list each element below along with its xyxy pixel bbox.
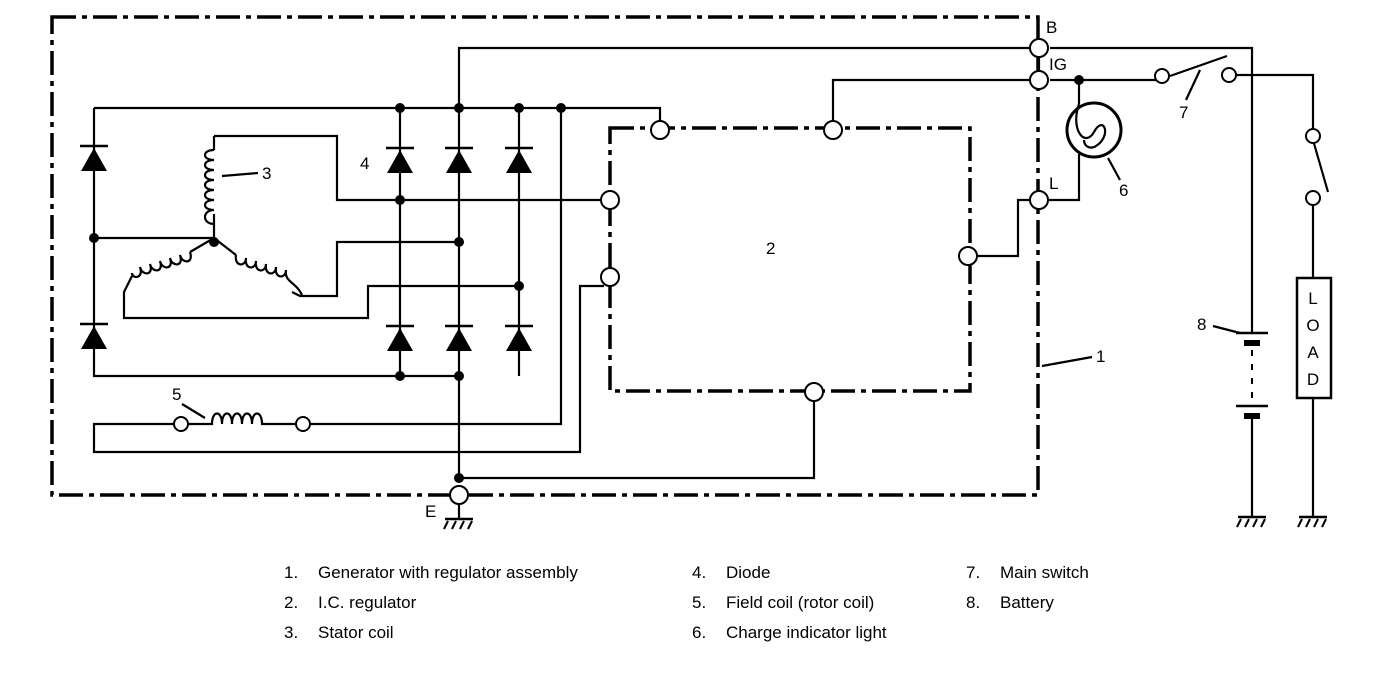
legend-number: 7.	[966, 563, 981, 582]
terminal-label-e: E	[425, 502, 436, 521]
load-letter: A	[1307, 343, 1319, 362]
legend-text: Diode	[726, 563, 771, 582]
charging-circuit-diagram: L O A D B IG L E 1 2 3 4 5 6 7 8	[50, 15, 1333, 531]
circuit-wiring	[92, 46, 1330, 518]
callout-6: 6	[1119, 181, 1128, 200]
terminal-label-ig: IG	[1049, 55, 1067, 74]
legend-text: Charge indicator light	[726, 623, 887, 642]
load-letter: L	[1308, 289, 1317, 308]
legend-column-2: 4. Diode 5. Field coil (rotor coil) 6. Char…	[692, 558, 887, 648]
diode-bridge	[78, 144, 535, 353]
battery-symbol	[1236, 331, 1268, 419]
load-letter: D	[1307, 370, 1319, 389]
legend-text: Battery	[1000, 593, 1054, 612]
terminals	[173, 38, 1321, 505]
ground-symbols	[442, 515, 1329, 531]
terminal-label-b: B	[1046, 18, 1057, 37]
callout-5: 5	[172, 385, 181, 404]
callout-3: 3	[262, 164, 271, 183]
legend-item: 7. Main switch	[966, 558, 1089, 588]
legend-column-3: 7. Main switch 8. Battery	[966, 558, 1089, 618]
legend-item: 2. I.C. regulator	[284, 588, 578, 618]
legend-number: 4.	[692, 563, 707, 582]
legend-text: I.C. regulator	[318, 593, 417, 612]
terminal-label-l: L	[1049, 174, 1058, 193]
callout-1: 1	[1096, 347, 1105, 366]
generator-assembly-boundary	[50, 15, 1040, 497]
legend-item: 8. Battery	[966, 588, 1089, 618]
legend-number: 8.	[966, 593, 981, 612]
charge-indicator-lamp	[1065, 101, 1123, 159]
legend-text: Main switch	[1000, 563, 1089, 582]
legend-item: 6. Charge indicator light	[692, 618, 887, 648]
legend-text: Stator coil	[318, 623, 394, 642]
legend-column-1: 1. Generator with regulator assembly 2. I.…	[284, 558, 578, 648]
callout-2: 2	[766, 239, 775, 258]
legend-text: Generator with regulator assembly	[318, 563, 578, 582]
field-coil	[189, 412, 295, 426]
junction-dots	[89, 75, 1084, 483]
legend-item: 1. Generator with regulator assembly	[284, 558, 578, 588]
ic-regulator-boundary	[608, 126, 972, 393]
legend-number: 3.	[284, 623, 299, 642]
legend-item: 4. Diode	[692, 558, 887, 588]
legend-number: 2.	[284, 593, 299, 612]
legend-number: 5.	[692, 593, 707, 612]
load-box	[1295, 276, 1333, 400]
callout-7: 7	[1179, 103, 1188, 122]
legend-item: 5. Field coil (rotor coil)	[692, 588, 887, 618]
load-letter: O	[1306, 316, 1319, 335]
callout-4: 4	[360, 154, 369, 173]
legend-item: 3. Stator coil	[284, 618, 578, 648]
legend-text: Field coil (rotor coil)	[726, 593, 875, 612]
callout-8: 8	[1197, 315, 1206, 334]
legend-number: 1.	[284, 563, 299, 582]
stator-coil	[130, 148, 303, 296]
legend-number: 6.	[692, 623, 707, 642]
